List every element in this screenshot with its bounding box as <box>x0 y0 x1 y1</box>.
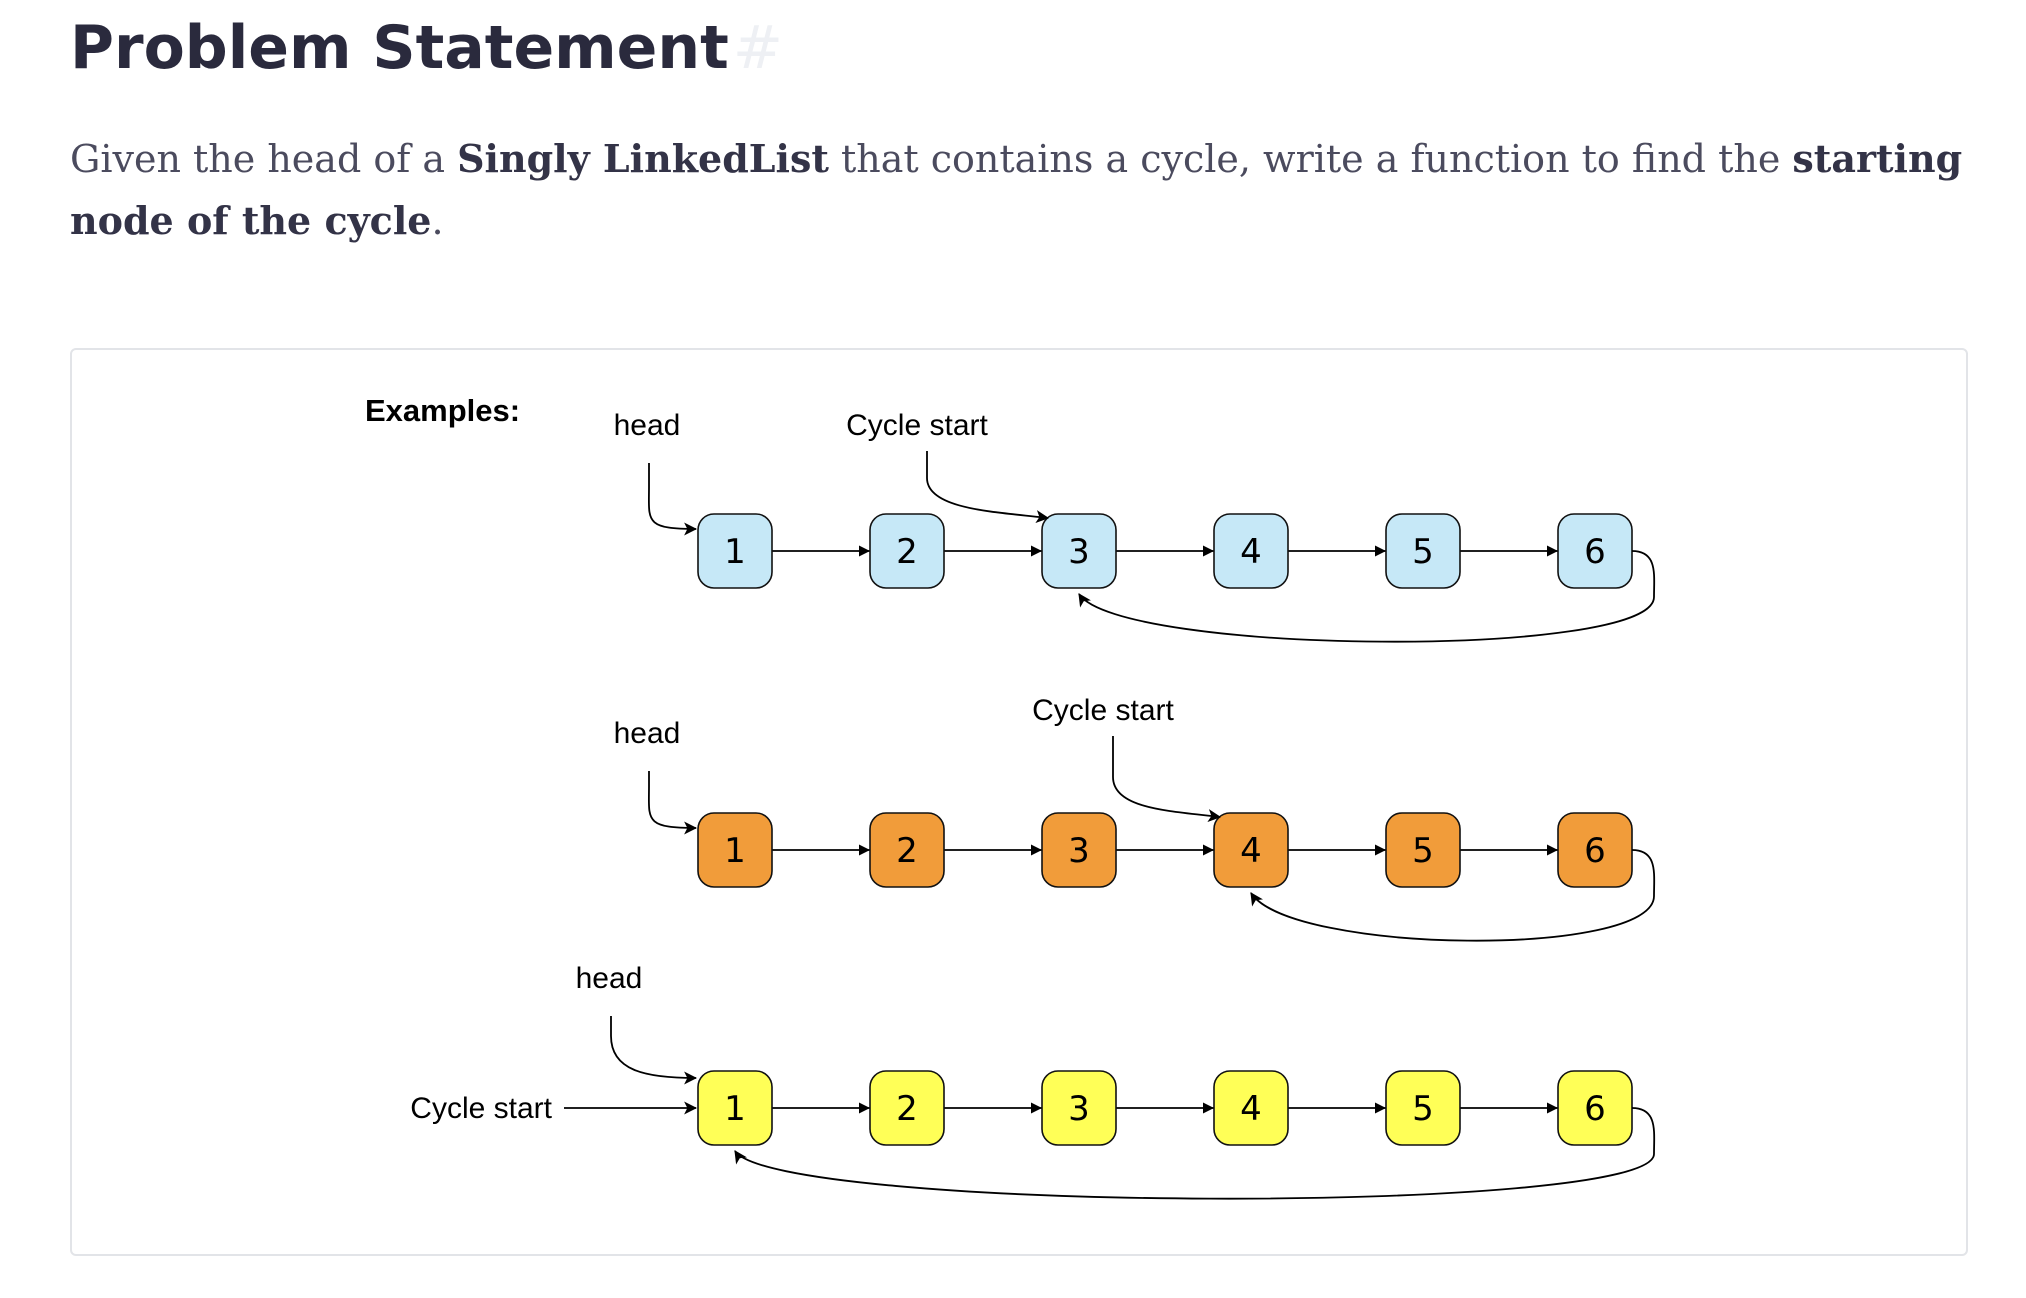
list-node: 4 <box>1213 1070 1289 1146</box>
head-label: head <box>614 409 681 442</box>
list-node: 5 <box>1385 812 1461 888</box>
list-node: 5 <box>1385 1070 1461 1146</box>
list-node: 1 <box>697 812 773 888</box>
example-row-2: 1 2 3 4 5 6 head Cycle start <box>614 694 1656 942</box>
node-value: 5 <box>1412 532 1434 572</box>
list-node: 2 <box>869 1070 945 1146</box>
statement-text-1: Given the head of a <box>70 137 458 181</box>
head-pointer-arrow <box>647 771 698 835</box>
node-value: 1 <box>724 831 746 871</box>
list-node: 6 <box>1557 812 1633 888</box>
node-box <box>1213 1070 1289 1146</box>
list-node: 3 <box>1041 1070 1117 1146</box>
head-label: head <box>576 962 643 995</box>
list-node: 6 <box>1557 1070 1633 1146</box>
node-value: 2 <box>896 532 918 572</box>
list-node: 1 <box>697 1070 773 1146</box>
node-value: 2 <box>896 1089 918 1129</box>
cycle-back-arrow <box>1250 849 1656 942</box>
node-box <box>697 1070 773 1146</box>
node-box <box>1041 513 1117 589</box>
node-box <box>1041 812 1117 888</box>
list-node: 1 <box>697 513 773 589</box>
cycle-back-arrow <box>1078 550 1656 643</box>
list-node: 4 <box>1213 812 1289 888</box>
problem-statement: Given the head of a Singly LinkedList th… <box>70 128 1970 252</box>
node-value: 4 <box>1240 831 1262 871</box>
statement-bold-1: Singly LinkedList <box>457 136 829 181</box>
node-value: 5 <box>1412 1089 1434 1129</box>
node-value: 6 <box>1584 532 1606 572</box>
node-box <box>869 1070 945 1146</box>
node-box <box>1385 513 1461 589</box>
node-value: 5 <box>1412 831 1434 871</box>
node-value: 3 <box>1068 532 1090 572</box>
cycle-start-arrow <box>1112 736 1222 823</box>
node-box <box>1213 812 1289 888</box>
node-box <box>1213 513 1289 589</box>
node-value: 4 <box>1240 1089 1262 1129</box>
list-node: 4 <box>1213 513 1289 589</box>
heading-anchor-link[interactable]: # <box>732 13 784 83</box>
node-box <box>869 513 945 589</box>
cycle-start-label: Cycle start <box>846 409 988 442</box>
head-label: head <box>614 717 681 750</box>
page-title: Problem Statement# <box>70 8 783 88</box>
example-row-1: 1 2 3 4 5 6 head Cycle start <box>614 409 1656 643</box>
list-node: 3 <box>1041 513 1117 589</box>
node-value: 3 <box>1068 831 1090 871</box>
examples-label: Examples: <box>365 393 520 428</box>
cycle-start-arrow <box>926 451 1050 524</box>
statement-text-3: . <box>431 199 444 243</box>
head-pointer-arrow <box>647 463 698 536</box>
list-node: 2 <box>869 812 945 888</box>
list-node: 3 <box>1041 812 1117 888</box>
title-text: Problem Statement <box>70 13 729 83</box>
node-box <box>1385 1070 1461 1146</box>
node-box <box>1041 1070 1117 1146</box>
statement-bold-2: starting node of the cycle <box>70 136 1963 243</box>
node-box <box>869 812 945 888</box>
node-value: 2 <box>896 831 918 871</box>
list-node: 6 <box>1557 513 1633 589</box>
node-value: 1 <box>724 1089 746 1129</box>
list-node: 5 <box>1385 513 1461 589</box>
node-box <box>1385 812 1461 888</box>
cycle-back-arrow <box>734 1107 1656 1200</box>
cycle-start-label: Cycle start <box>410 1092 552 1125</box>
node-value: 6 <box>1584 831 1606 871</box>
list-node: 2 <box>869 513 945 589</box>
cycle-start-label: Cycle start <box>1032 694 1174 727</box>
node-box <box>697 513 773 589</box>
head-pointer-arrow <box>610 1016 698 1085</box>
node-value: 6 <box>1584 1089 1606 1129</box>
statement-text-2: that contains a cycle, write a function … <box>828 137 1793 181</box>
node-value: 1 <box>724 532 746 572</box>
node-value: 3 <box>1068 1089 1090 1129</box>
node-box <box>697 812 773 888</box>
node-value: 4 <box>1240 532 1262 572</box>
